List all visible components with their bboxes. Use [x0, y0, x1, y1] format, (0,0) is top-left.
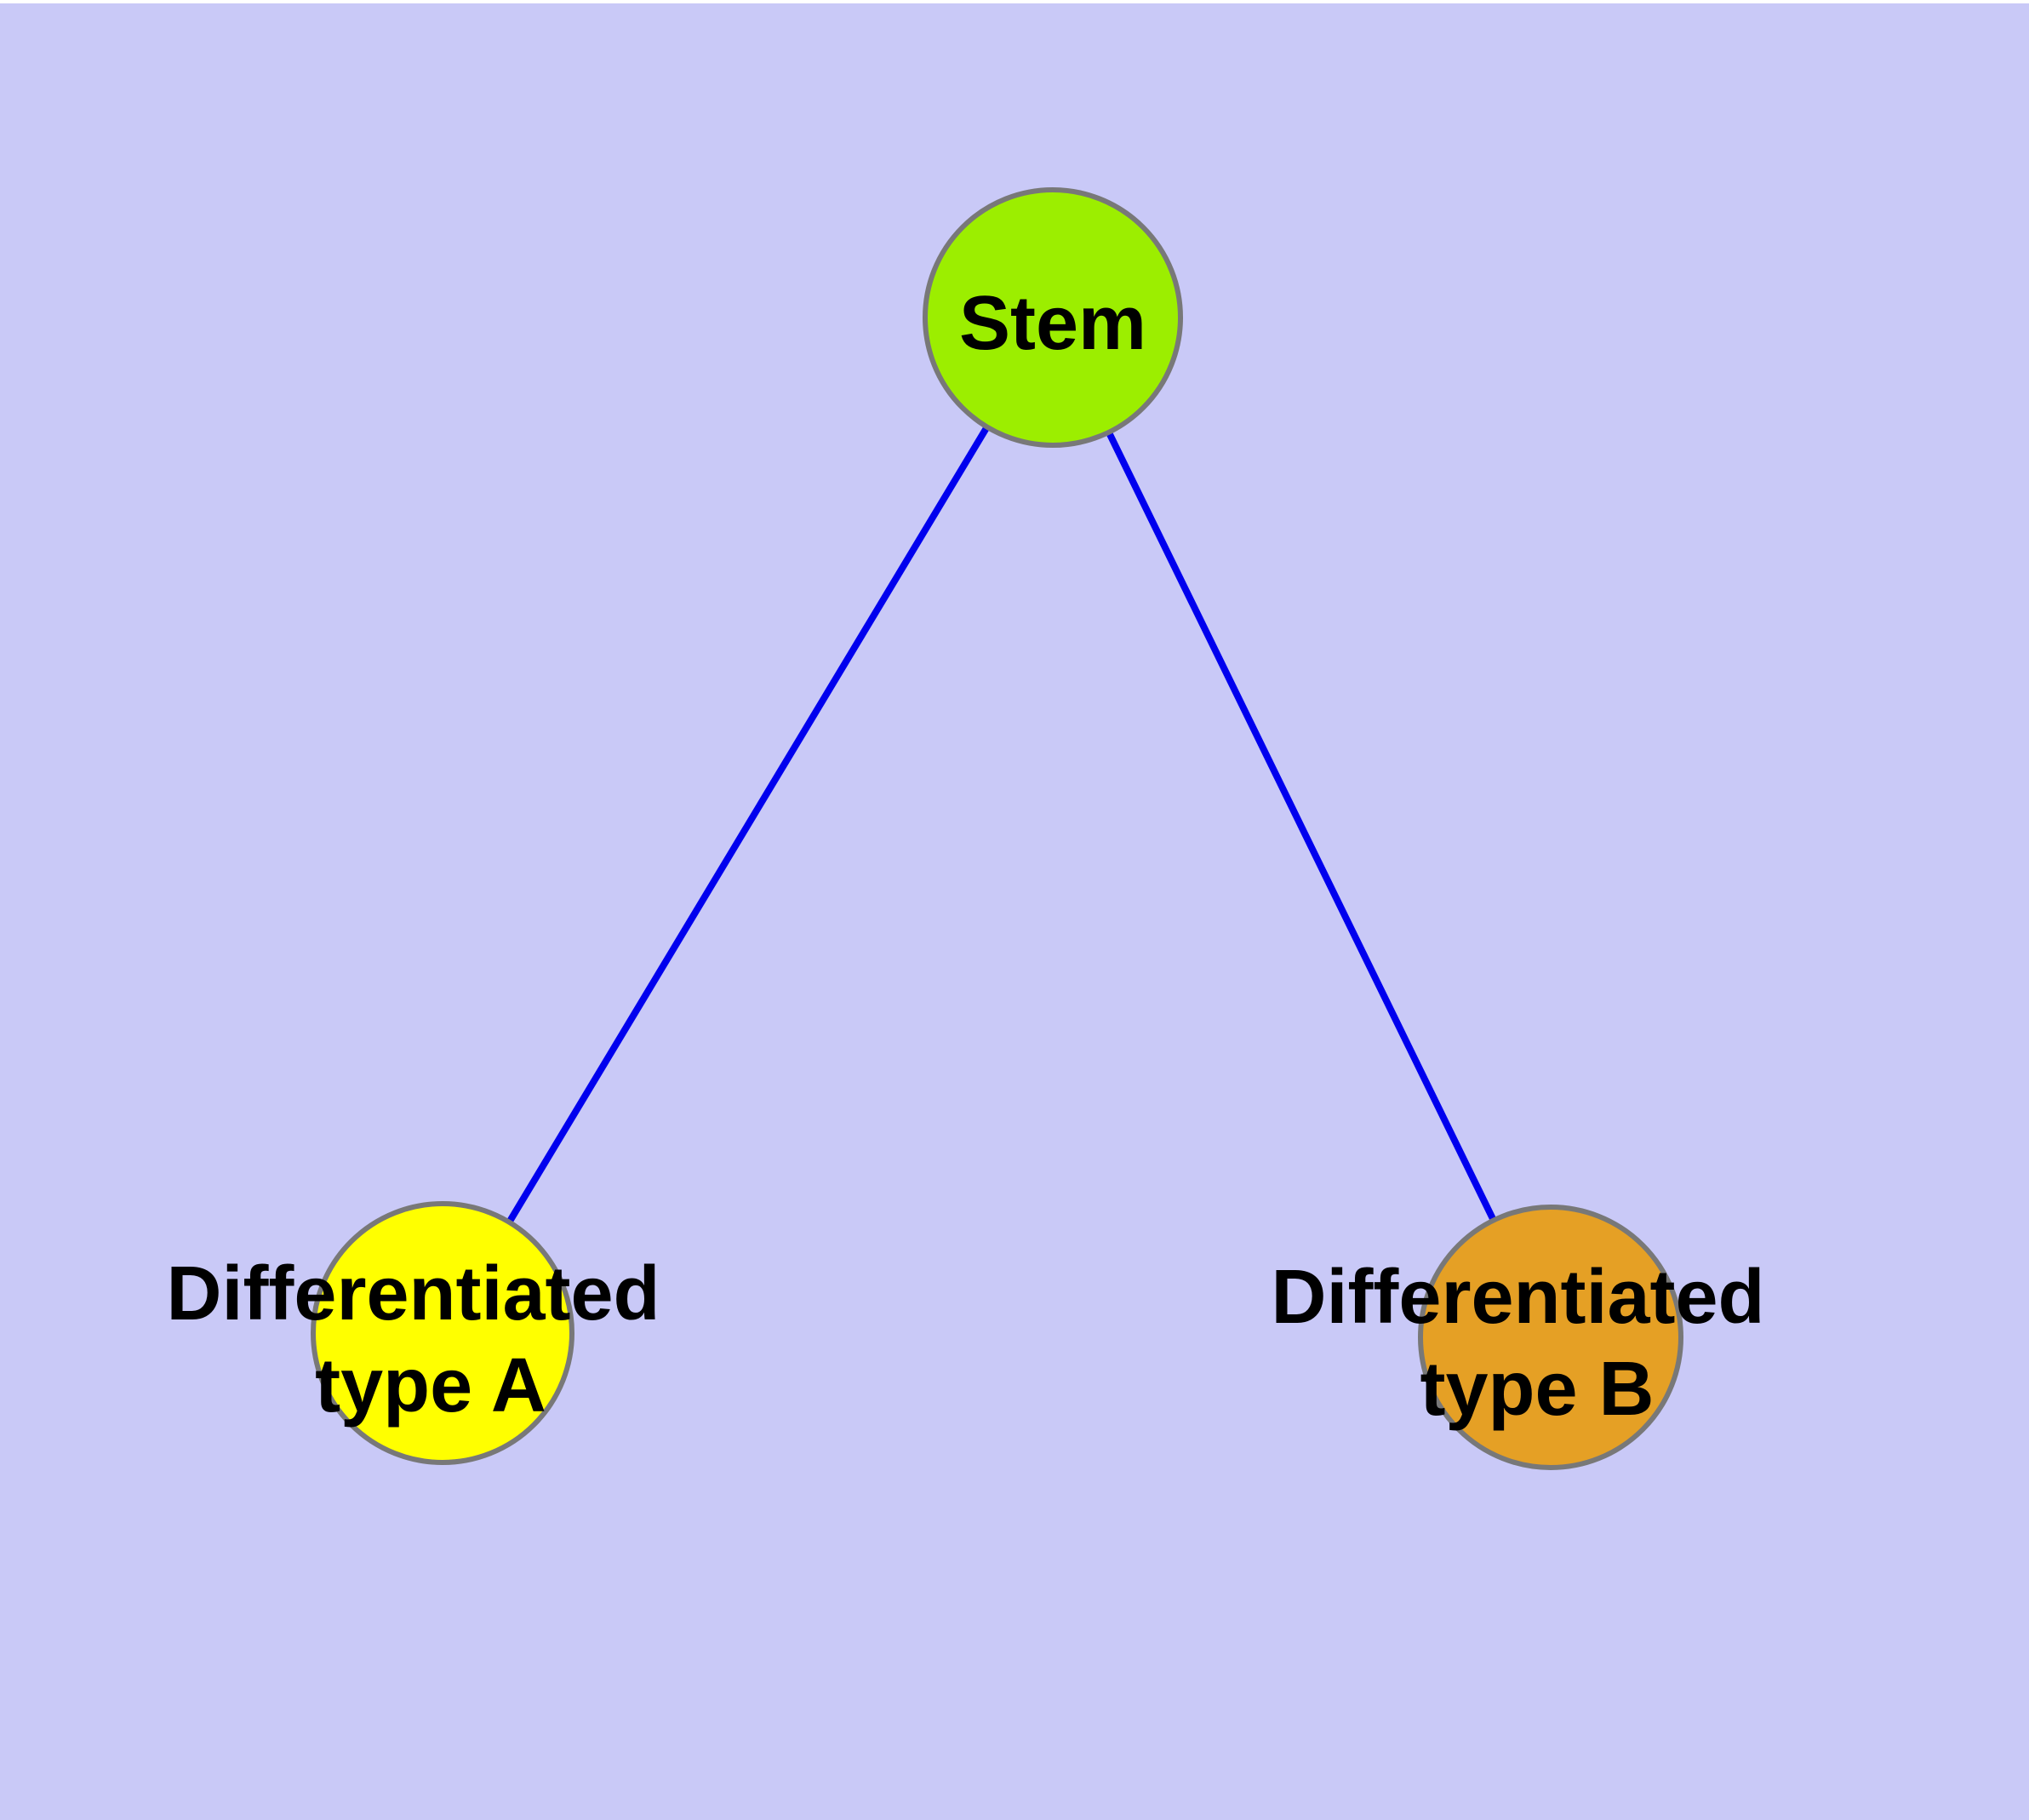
node-differentiated-type-b[interactable]	[1418, 1205, 1683, 1470]
node-type-b-label: Differentiated type B	[1271, 1255, 1786, 1432]
top-margin-strip	[0, 0, 2029, 3]
edge-stem-to-type-a[interactable]	[439, 315, 1056, 1336]
node-type-a-label-line-1: Differentiated	[166, 1251, 660, 1336]
node-type-a-label: Differentiated type A	[166, 1251, 681, 1428]
node-differentiated-type-a[interactable]	[311, 1201, 574, 1465]
node-type-b-label-line-2: type B	[1420, 1347, 1654, 1432]
node-stem[interactable]	[923, 187, 1183, 448]
node-stem-label: Stem	[959, 281, 1146, 366]
node-type-a-label-line-2: type A	[315, 1343, 546, 1428]
node-type-b-label-line-1: Differentiated	[1271, 1255, 1764, 1340]
edge-stem-to-type-b[interactable]	[1049, 316, 1554, 1339]
